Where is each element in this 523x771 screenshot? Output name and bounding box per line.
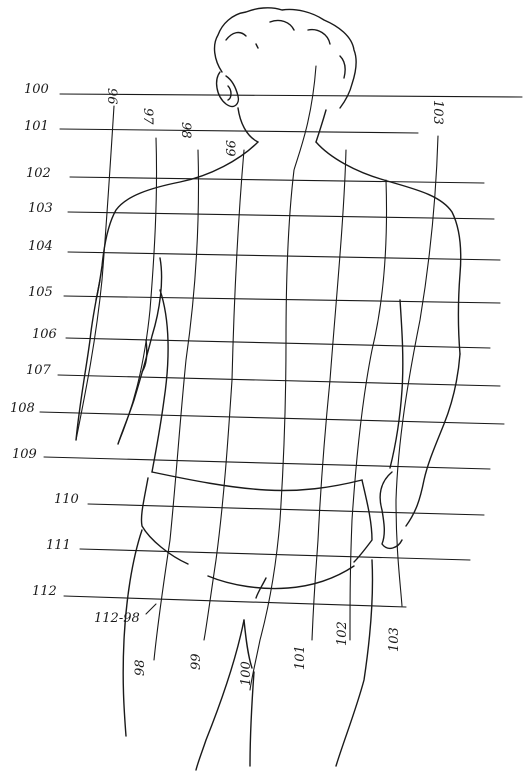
label-top-99: 99 [222,140,237,157]
h-line-108 [40,412,504,424]
v-line-96 [76,106,114,440]
left-labels: 100 101 102 103 104 105 106 107 108 109 … [10,82,79,599]
v-line-102 [350,180,386,640]
body-outline [76,8,461,770]
v-line-98 [154,150,199,660]
arm-right-outer [406,354,460,526]
brief-right [354,480,372,562]
h-line-104 [68,252,500,260]
label-bottom-112-98: 112-98 [94,611,140,626]
h-line-103 [68,212,494,219]
h-line-111 [80,549,470,560]
ear-inner [228,86,231,100]
leg-right-outer [336,560,373,766]
label-bottom-101: 101 [293,645,308,670]
h-line-101 [60,129,418,133]
h-line-112 [64,596,406,607]
buttocks-fold [208,566,354,589]
shoulder-right [316,142,461,354]
h-line-100 [60,94,522,97]
label-top-96: 96 [104,88,119,105]
label-106: 106 [32,327,57,342]
hair-curls [226,20,345,78]
label-104: 104 [28,239,53,254]
label-109: 109 [12,447,37,462]
h-line-106 [66,338,490,348]
v-line-99 [204,150,244,640]
h-line-102 [70,177,484,183]
label-110: 110 [54,492,79,507]
label-bottom-102: 102 [335,621,350,646]
arm-left-inner [118,258,162,444]
h-line-109 [44,457,490,469]
label-111: 111 [46,538,71,553]
label-103: 103 [28,201,53,216]
label-112: 112 [32,584,57,599]
h-line-107 [58,375,500,386]
label-bottom-98: 98 [133,659,148,676]
hand-right [380,472,402,548]
v-line-101 [312,150,346,640]
shoulder-left [96,142,258,300]
h-line-105 [64,296,500,303]
torso-left [152,290,168,472]
label-105: 105 [28,285,53,300]
horizontal-lines [40,94,522,607]
leg-left-outer [123,530,142,736]
bottom-labels: 112-98 98 99 100 101 102 103 [94,604,402,686]
label-108: 108 [10,401,35,416]
label-bottom-103: 103 [387,627,402,652]
leg-left-inner [244,620,252,668]
label-bottom-99: 99 [189,653,204,670]
arm-left-outer [76,280,100,440]
ear [217,72,239,106]
top-labels: 96 97 98 99 103 [104,88,445,157]
hair [215,8,357,108]
v-line-spine [250,66,316,690]
tick-112-98 [146,604,156,614]
label-107: 107 [26,363,52,378]
label-top-98: 98 [178,122,193,139]
label-102: 102 [26,166,51,181]
neck-right [316,110,326,142]
label-top-97: 97 [140,108,155,125]
label-top-103: 103 [430,100,445,125]
v-line-97 [118,138,157,444]
label-bottom-100: 100 [239,661,254,686]
label-100: 100 [24,82,49,97]
arm-left-crease [142,340,147,372]
label-101: 101 [24,119,49,134]
waistband [152,472,362,491]
neck-left [238,108,258,142]
leg-left-inner2 [196,620,244,770]
h-line-110 [88,504,484,515]
